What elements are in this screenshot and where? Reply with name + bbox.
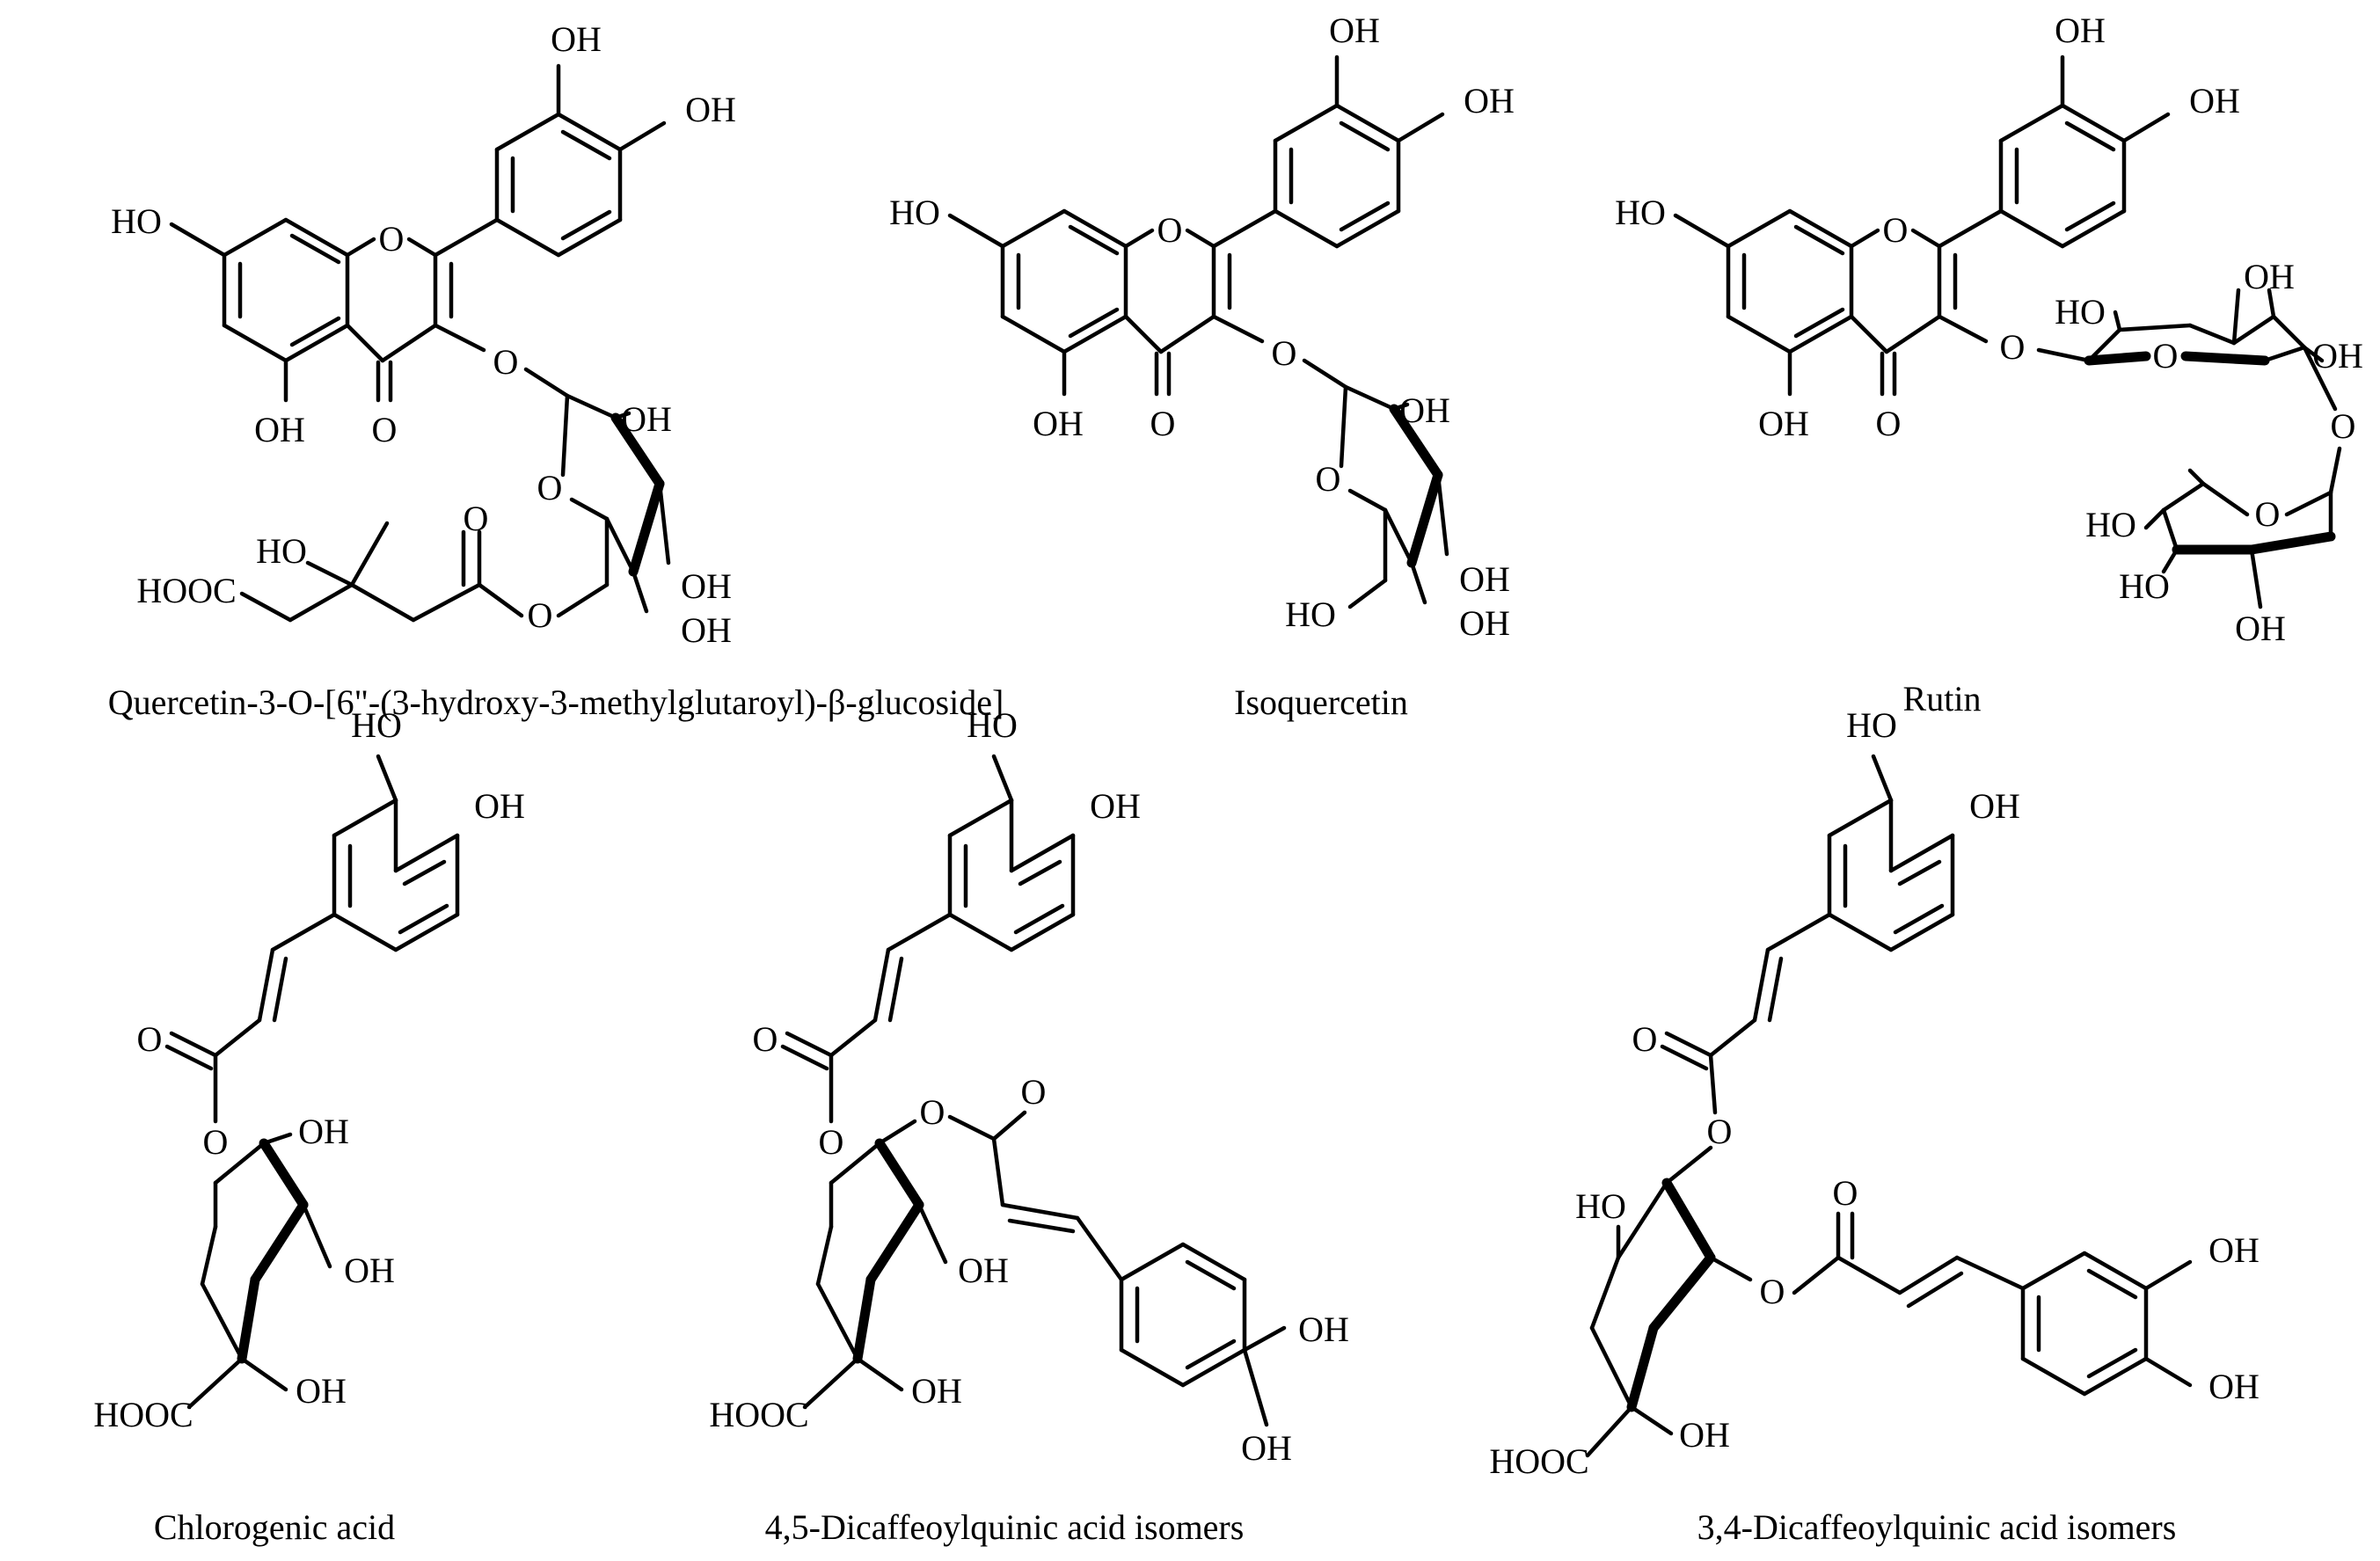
bonds bbox=[169, 63, 671, 623]
atom-label: O bbox=[2331, 406, 2356, 446]
atom-label: O bbox=[1760, 1272, 1785, 1311]
atom-label: O bbox=[1021, 1072, 1047, 1112]
compound-caption: 3,4-Dicaffeoylquinic acid isomers bbox=[1697, 1507, 2177, 1547]
atom-label: O bbox=[493, 342, 519, 382]
atom-label: O bbox=[1833, 1173, 1858, 1213]
atom-label: OH bbox=[1459, 603, 1510, 643]
atom-label: HOOC bbox=[709, 1395, 808, 1434]
atom-label: HOOC bbox=[1489, 1441, 1588, 1481]
bonds bbox=[1585, 754, 2193, 1458]
atom-label: OH bbox=[344, 1251, 395, 1290]
atom-label: HO bbox=[967, 705, 1018, 745]
atom-label: O bbox=[2153, 336, 2179, 376]
atom-labels: HO OH O O O O OH HOOC OH OH OH bbox=[709, 705, 1349, 1468]
atom-label: OH bbox=[681, 566, 732, 606]
structure-45-dicaffeoylquinic-acid: HO OH O O O O OH HOOC OH OH OH 4,5-Dicaf… bbox=[709, 705, 1349, 1547]
structure-quercetin-hmg-glucoside: OH OH HO O O OH O O OH O O HO OH HOOC O … bbox=[108, 19, 1004, 722]
atom-label: OH bbox=[621, 399, 672, 439]
atom-labels: OH OH HO O O OH O O OH O O HO OH HOOC O … bbox=[111, 19, 736, 650]
atom-label: OH bbox=[2312, 336, 2363, 376]
atom-label: O bbox=[137, 1019, 163, 1059]
atom-label: O bbox=[2000, 327, 2026, 367]
atom-labels: HO OH O O HO O O OH OH HOOC OH bbox=[1489, 705, 2260, 1481]
atom-label: O bbox=[1272, 333, 1297, 373]
atom-label: OH bbox=[2244, 257, 2295, 296]
atom-label: HO bbox=[1615, 193, 1666, 232]
atom-label: HOOC bbox=[93, 1395, 193, 1434]
atom-label: OH bbox=[2208, 1230, 2260, 1270]
atom-label: HO bbox=[256, 531, 307, 571]
atom-label: O bbox=[1707, 1112, 1733, 1151]
atom-label: OH bbox=[1758, 404, 1809, 443]
structure-rutin: OH OH HO O O OH O HO OH O O OH O HO O HO… bbox=[1615, 11, 2363, 718]
atom-label: OH bbox=[1464, 81, 1515, 120]
compound-caption: Rutin bbox=[1903, 679, 1982, 718]
atom-label: HO bbox=[2085, 505, 2136, 544]
atom-label: O bbox=[2255, 494, 2281, 534]
atom-label: O bbox=[464, 499, 489, 538]
compound-caption: Chlorogenic acid bbox=[154, 1507, 395, 1547]
structure-chlorogenic-acid: HO OH O O OH OH HOOC OH Chlorogenic acid bbox=[93, 705, 525, 1547]
atom-label: O bbox=[1316, 459, 1341, 499]
atom-label: OH bbox=[2055, 11, 2106, 50]
atom-labels: HO OH O O OH OH HOOC OH bbox=[93, 705, 525, 1434]
bonds bbox=[780, 754, 1287, 1427]
bonds bbox=[947, 55, 1449, 609]
atom-label: OH bbox=[1399, 390, 1450, 430]
atom-label: O bbox=[1876, 404, 1902, 443]
atom-label: O bbox=[753, 1019, 778, 1059]
atom-label: O bbox=[1883, 210, 1909, 250]
atom-label: HO bbox=[111, 201, 162, 241]
atom-label: OH bbox=[685, 90, 736, 129]
atom-label: OH bbox=[1241, 1428, 1292, 1468]
atom-label: OH bbox=[474, 786, 525, 826]
bonds bbox=[164, 754, 460, 1410]
atom-label: OH bbox=[2189, 81, 2240, 120]
atom-label: HO bbox=[1575, 1186, 1626, 1226]
atom-label: OH bbox=[1329, 11, 1380, 50]
atom-label: OH bbox=[1090, 786, 1141, 826]
atom-label: HO bbox=[2055, 292, 2106, 332]
atom-labels: OH OH HO O O OH O HO OH O O OH O HO O HO… bbox=[1615, 11, 2363, 648]
atom-label: O bbox=[372, 410, 398, 449]
atom-label: OH bbox=[1298, 1309, 1349, 1349]
atom-label: OH bbox=[296, 1371, 347, 1411]
atom-label: O bbox=[537, 468, 563, 507]
atom-label: HO bbox=[351, 705, 402, 745]
bonds bbox=[1673, 55, 2342, 609]
atom-label: OH bbox=[2208, 1367, 2260, 1406]
atom-label: OH bbox=[2235, 609, 2286, 648]
atom-label: HO bbox=[889, 193, 940, 232]
compound-caption: Quercetin-3-O-[6"-(3-hydroxy-3-methylglu… bbox=[108, 682, 1004, 722]
compound-caption: 4,5-Dicaffeoylquinic acid isomers bbox=[765, 1507, 1245, 1547]
structure-34-dicaffeoylquinic-acid: HO OH O O HO O O OH OH HOOC OH 3,4-Dicaf… bbox=[1489, 705, 2260, 1547]
atom-label: OH bbox=[254, 410, 305, 449]
structure-isoquercetin: OH OH HO O O OH O O OH O OH HO OH Isoque… bbox=[889, 11, 1515, 722]
atom-label: OH bbox=[958, 1251, 1009, 1290]
compound-caption: Isoquercetin bbox=[1234, 682, 1408, 722]
atom-label: O bbox=[1632, 1019, 1658, 1059]
atom-label: O bbox=[528, 595, 553, 635]
atom-label: HO bbox=[1846, 705, 1897, 745]
atom-label: OH bbox=[1033, 404, 1084, 443]
atom-label: HOOC bbox=[136, 571, 236, 610]
atom-label: O bbox=[1150, 404, 1176, 443]
atom-label: O bbox=[920, 1092, 945, 1132]
atom-label: OH bbox=[1969, 786, 2020, 826]
atom-label: OH bbox=[298, 1112, 349, 1151]
atom-label: OH bbox=[1679, 1415, 1730, 1455]
atom-label: O bbox=[379, 219, 405, 259]
atom-label: O bbox=[203, 1122, 229, 1162]
atom-label: HO bbox=[1285, 594, 1336, 634]
atom-label: O bbox=[819, 1122, 844, 1162]
atom-labels: OH OH HO O O OH O O OH O OH HO OH bbox=[889, 11, 1515, 643]
atom-label: OH bbox=[1459, 559, 1510, 599]
atom-label: OH bbox=[911, 1371, 962, 1411]
atom-label: HO bbox=[2119, 566, 2170, 606]
atom-label: O bbox=[1157, 210, 1183, 250]
atom-label: OH bbox=[551, 19, 602, 59]
atom-label: OH bbox=[681, 610, 732, 650]
